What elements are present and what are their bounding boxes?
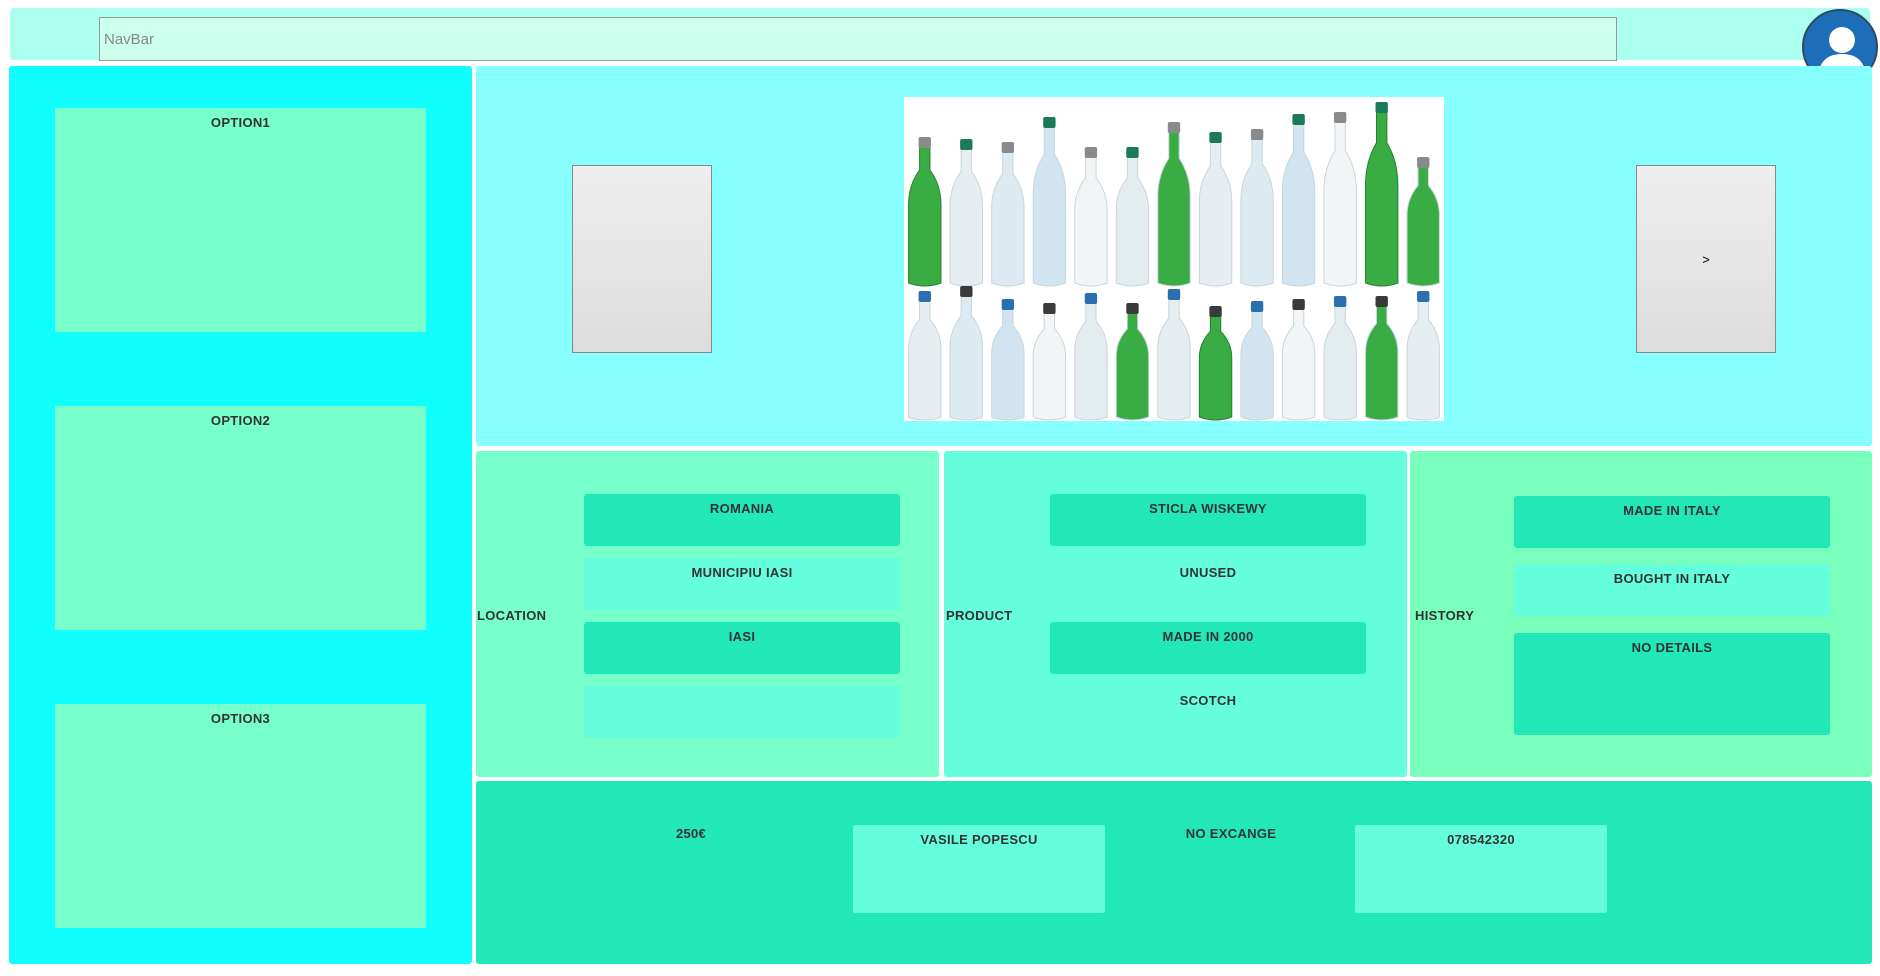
sidebar-option-label: OPTION2 [210, 413, 271, 428]
sidebar-option-2[interactable]: OPTION2 [55, 406, 426, 630]
product-name: STICLA WISKEWY [1050, 494, 1366, 546]
location-country: ROMANIA [584, 494, 900, 546]
seller-footer: 250€ VASILE POPESCU NO EXCANGE 078542320 [476, 781, 1872, 964]
product-condition: UNUSED [1179, 565, 1237, 580]
bottle-shape [1198, 132, 1233, 287]
bottle-shape [1198, 306, 1233, 421]
bottle-shape [1115, 303, 1150, 421]
history-purchase: BOUGHT IN ITALY [1514, 564, 1830, 616]
bottle-shape [908, 137, 942, 287]
bottles-illustration [908, 102, 1440, 421]
bottle-shape [1032, 303, 1067, 421]
history-details: NO DETAILS [1514, 633, 1830, 735]
sidebar-option-3[interactable]: OPTION3 [55, 704, 426, 928]
bottle-shape [1074, 293, 1108, 421]
bottle-shape [1281, 114, 1316, 287]
bottle-shape [1323, 296, 1357, 421]
bottle-shape [1364, 102, 1399, 287]
location-city: IASI [584, 622, 900, 674]
bottle-shape [1240, 301, 1274, 421]
location-card: LOCATION ROMANIA MUNICIPIU IASI IASI [476, 451, 939, 777]
location-extra [584, 686, 900, 738]
bottle-shape [1364, 296, 1399, 421]
bottle-shape [1032, 117, 1067, 287]
navbar [10, 8, 1870, 61]
bottle-shape [949, 139, 984, 287]
bottle-shape [1406, 291, 1440, 421]
seller-name: VASILE POPESCU [853, 825, 1105, 913]
carousel-prev-button[interactable] [572, 165, 712, 353]
product-card: PRODUCT STICLA WISKEWY UNUSED MADE IN 20… [944, 451, 1407, 777]
sidebar-option-1[interactable]: OPTION1 [55, 108, 426, 332]
bottle-shape [1157, 122, 1191, 287]
product-year: MADE IN 2000 [1050, 622, 1366, 674]
sidebar-option-label: OPTION3 [210, 711, 271, 726]
seller-phone: 078542320 [1355, 825, 1607, 913]
bottle-shape [991, 142, 1025, 287]
bottle-shape [1240, 129, 1274, 287]
sidebar: OPTION1 OPTION2 OPTION3 [9, 66, 472, 964]
location-title: LOCATION [477, 608, 547, 623]
bottle-shape [1157, 289, 1191, 421]
bottle-shape [1281, 299, 1316, 421]
sidebar-option-label: OPTION1 [210, 115, 271, 130]
bottle-shape [1074, 147, 1108, 287]
history-origin: MADE IN ITALY [1514, 496, 1830, 548]
product-type: SCOTCH [1179, 693, 1237, 708]
bottle-shape [1115, 147, 1150, 287]
navbar-search-input[interactable] [99, 17, 1617, 61]
bottle-shape [991, 299, 1025, 421]
bottle-shape [949, 286, 984, 421]
image-carousel: > [476, 66, 1872, 446]
price-label: 250€ [675, 826, 707, 841]
carousel-next-button[interactable]: > [1636, 165, 1776, 353]
history-card: HISTORY MADE IN ITALY BOUGHT IN ITALY NO… [1410, 451, 1872, 777]
bottle-shape [1406, 157, 1440, 287]
exchange-status: NO EXCANGE [1185, 826, 1277, 841]
bottle-shape [1323, 112, 1357, 287]
product-image [904, 97, 1444, 421]
history-title: HISTORY [1415, 608, 1475, 623]
product-title: PRODUCT [946, 608, 1013, 623]
bottle-shape [908, 291, 942, 421]
location-municipality: MUNICIPIU IASI [584, 558, 900, 610]
